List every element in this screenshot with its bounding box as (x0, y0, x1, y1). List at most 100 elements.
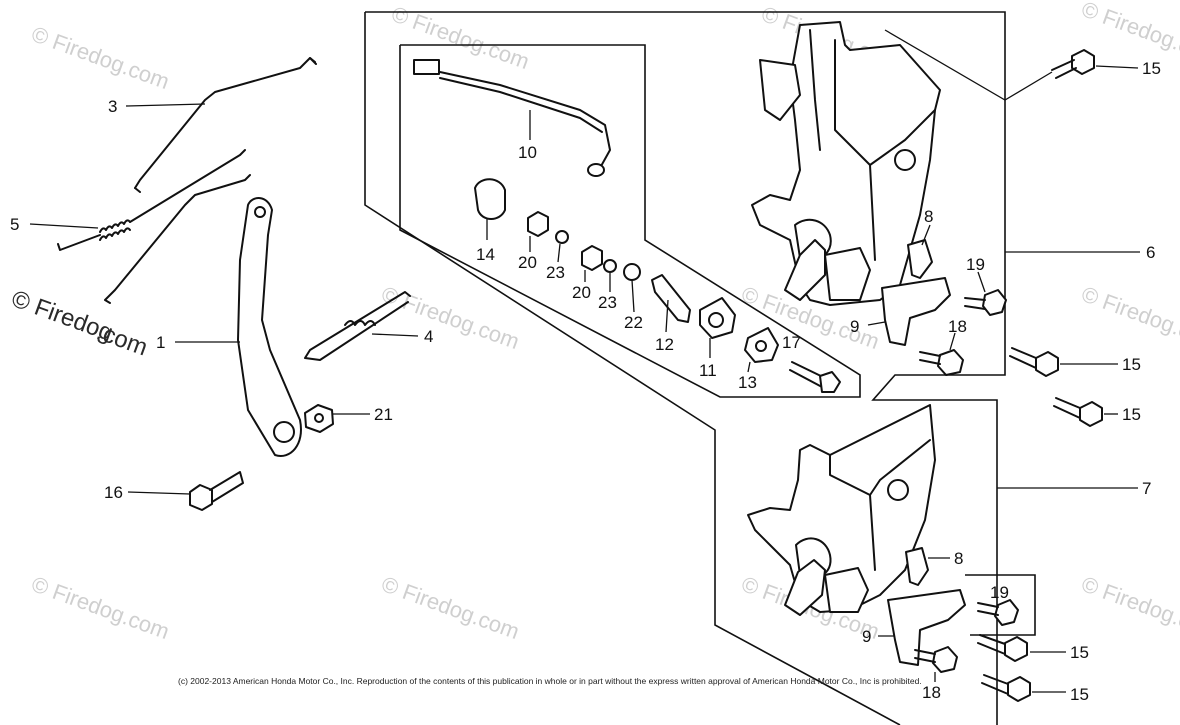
nut-20-a (527, 211, 549, 237)
callout-14: 14 (476, 245, 495, 264)
bolt-15-mid2-shank (1053, 397, 1081, 419)
callout-6: 6 (1146, 243, 1155, 262)
control-assembly-6 (751, 21, 941, 306)
assembly-6-arm (784, 239, 826, 301)
bolt-15-low2-shank (981, 674, 1009, 695)
callout-1: 1 (156, 333, 165, 352)
bolt-18-lower-shank (914, 649, 936, 663)
cable-10 (414, 64, 611, 169)
arm-1 (237, 197, 302, 457)
callout-18-upper: 18 (948, 317, 967, 336)
callout-15-mid2: 15 (1122, 405, 1141, 424)
bolt-19-lower-head (994, 599, 1019, 626)
spring-5 (99, 219, 131, 241)
lever-12 (651, 274, 691, 323)
callout-18-lower: 18 (922, 683, 941, 702)
plate-9-upper (881, 277, 951, 346)
watermark-large: .com (93, 318, 151, 361)
bolt-15-low2-head (1007, 676, 1031, 702)
leader-8a (921, 224, 931, 246)
washer-23-a (555, 230, 569, 244)
callout-labels: 3 5 1 4 21 16 10 14 20 23 20 23 22 12 11… (10, 59, 1161, 704)
bushing-11-hole (708, 312, 724, 328)
group-frame-bolt (965, 574, 1036, 636)
assembly-7-block (824, 567, 869, 613)
leader-15-top (1095, 65, 1139, 69)
nut-21-hole (314, 413, 324, 423)
bolt-15-top (1051, 49, 1095, 79)
callout-8-lower: 8 (954, 549, 963, 568)
bolt-18-lower-head (932, 646, 958, 673)
bolt-15-mid1-shank (1009, 347, 1037, 369)
bolt-19-upper-shank (964, 297, 986, 310)
callout-12: 12 (655, 335, 674, 354)
bolt-18-upper-head (937, 349, 964, 376)
bolt-15-mid1 (1009, 347, 1059, 377)
callout-15-mid1: 15 (1122, 355, 1141, 374)
copyright-notice: (c) 2002-2013 American Honda Motor Co., … (178, 676, 922, 686)
leader-23a (557, 243, 561, 263)
callout-3: 3 (108, 97, 117, 116)
leader-5 (29, 223, 99, 229)
callout-13: 13 (738, 373, 757, 392)
assembly-7-bracket (747, 404, 936, 613)
watermark-layer: © Firedog.com © Firedog.com © Firedog.co… (8, 0, 1180, 644)
bolt-15-top-shank (1051, 59, 1077, 79)
bolt-15-top-head (1071, 49, 1095, 75)
callout-19-lower: 19 (990, 583, 1009, 602)
bolt-15-mid2 (1053, 397, 1103, 427)
leader-15-top-frame (884, 29, 1053, 101)
bolt-15-mid1-head (1035, 351, 1059, 377)
assembly-6-hole (894, 149, 916, 171)
watermark: © Firedog.com (28, 21, 172, 94)
leader-9a (867, 321, 886, 326)
bolt-17-head (819, 371, 841, 393)
leader-12 (665, 299, 669, 333)
assembly-7-fold (829, 439, 931, 571)
callout-11: 11 (699, 361, 717, 380)
bolt-18-upper-shank (919, 351, 941, 365)
wire-5 (57, 149, 246, 251)
bolt-19-upper-head (982, 289, 1007, 316)
callout-21: 21 (374, 405, 393, 424)
plate-13-hole (755, 340, 767, 352)
assembly-6-fold (809, 29, 936, 261)
callout-19-upper: 19 (966, 255, 985, 274)
cable-10-end (413, 59, 440, 75)
washer-22 (623, 263, 641, 281)
bolt-19-lower-shank (977, 602, 999, 616)
rod-lower (104, 174, 251, 304)
watermark: © Firedog.com (1078, 571, 1180, 644)
leader-lines (29, 29, 1140, 693)
spring-8-upper (907, 239, 933, 279)
watermark: © Firedog.com (378, 571, 522, 644)
arm-1-hole (254, 206, 266, 218)
callout-20b: 20 (572, 283, 591, 302)
watermark: © Firedog.com (28, 571, 172, 644)
bolt-16-shank (209, 471, 244, 503)
clip-14 (474, 178, 506, 220)
callout-20a: 20 (518, 253, 537, 272)
assembly-6-tab (759, 59, 801, 121)
group-frame-inner (399, 44, 861, 398)
callout-9-lower: 9 (862, 627, 871, 646)
group-frame-outer (365, 11, 1006, 725)
watermark: © Firedog.com (1078, 281, 1180, 354)
rod-3-hook (134, 57, 317, 193)
bolt-17 (789, 361, 826, 388)
group-frame-outer-left (364, 12, 901, 725)
callout-5: 5 (10, 215, 19, 234)
leader-22 (631, 279, 635, 313)
assembly-7-arm (784, 559, 826, 616)
bolt-15-low1 (977, 634, 1028, 662)
callout-15-low2: 15 (1070, 685, 1089, 704)
control-assembly-7 (747, 404, 936, 616)
callout-17: 17 (782, 333, 801, 352)
callout-4: 4 (424, 327, 433, 346)
leader-4 (371, 333, 419, 337)
bolt-15-mid2-head (1079, 401, 1103, 427)
cable-10-eyelet (587, 163, 605, 177)
leader-3 (125, 103, 206, 107)
callout-15-low1: 15 (1070, 643, 1089, 662)
